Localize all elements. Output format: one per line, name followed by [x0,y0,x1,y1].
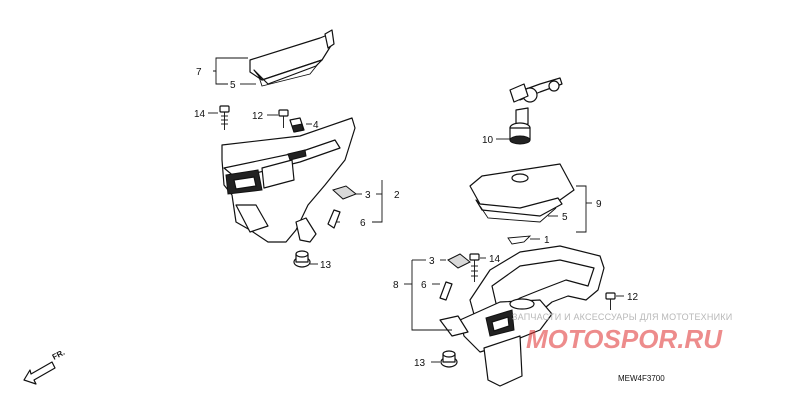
clip-4 [289,117,305,133]
callout-8: 8 [393,280,399,291]
callout-5-right: 5 [562,212,568,223]
pad-3-left [332,185,357,200]
callout-7: 7 [196,67,202,78]
callout-10: 10 [482,135,494,146]
callout-13-right: 13 [414,358,426,369]
front-direction-arrow: FR. [23,348,67,385]
screw-12-left [278,109,289,128]
nut-13-right [440,350,458,368]
callout-4: 4 [313,120,319,131]
nut-13-left [293,250,311,268]
callouts: 7 5 14 12 4 3 2 6 13 10 9 5 1 3 14 8 6 1… [194,67,639,369]
front-label: FR. [51,348,67,362]
callout-14-left: 14 [194,109,206,120]
callout-13-left: 13 [320,260,332,271]
inner-pocket-right [439,245,605,387]
callout-12-right: 12 [627,292,639,303]
callout-5-left: 5 [230,80,236,91]
leader-lines [208,57,624,363]
inner-pocket-left [221,117,356,243]
callout-3-right: 3 [429,256,435,267]
pad-3-right [447,253,471,269]
pad-6-left [327,209,341,229]
callout-1: 1 [544,235,550,246]
arrow-icon [23,361,56,385]
bolt-14-left [219,105,230,130]
callout-14-right: 14 [489,254,501,265]
callout-3-left: 3 [365,190,371,201]
callout-9: 9 [596,199,602,210]
bolt-14-right [469,253,480,282]
key-cylinder [509,77,563,145]
screw-12-right [605,292,616,310]
pad-6-right [439,281,453,301]
watermark-tagline: ЗАПЧАСТИ И АКСЕССУАРЫ ДЛЯ МОТОТЕХНИКИ [512,312,732,322]
diagram-code: MEW4F3700 [618,374,665,383]
clip-1 [507,235,532,245]
watermark-site: MOTOSPOR.RU [526,324,723,354]
callout-2: 2 [394,190,400,201]
watermark: ЗАПЧАСТИ И АКСЕССУАРЫ ДЛЯ МОТОТЕХНИКИ MO… [512,312,732,354]
callout-12-left: 12 [252,111,264,122]
pocket-lid-upper [249,29,335,87]
pocket-lid-right [469,163,575,223]
callout-6-left: 6 [360,218,366,229]
callout-6-right: 6 [421,280,427,291]
